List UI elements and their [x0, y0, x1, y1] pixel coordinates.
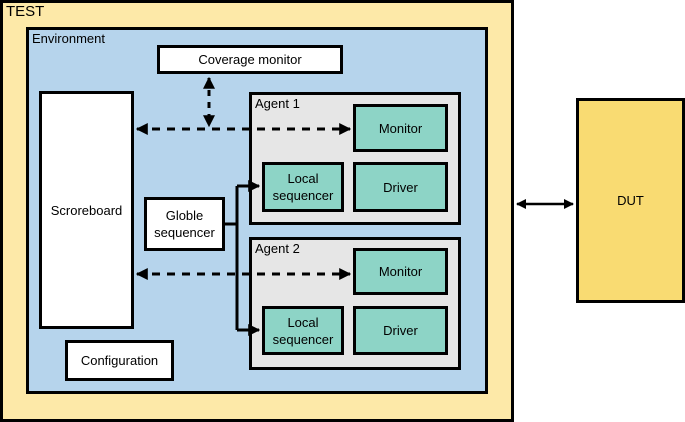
test-label: TEST — [6, 3, 45, 20]
coverage-monitor-label: Coverage monitor — [198, 52, 302, 67]
scoreboard-label: Scroreboard — [50, 202, 123, 218]
agent-2-driver-box: Driver — [353, 306, 448, 355]
environment-label: Environment — [32, 31, 105, 46]
agent-1-monitor-box: Monitor — [353, 104, 448, 152]
globle-sequencer-label: Globle sequencer — [154, 208, 215, 240]
globle-sequencer-box: Globle sequencer — [144, 197, 225, 251]
agent-1-monitor-label: Monitor — [378, 120, 423, 136]
agent-2-local-sequencer-label: Local sequencer — [272, 314, 334, 347]
agent-2-monitor-box: Monitor — [353, 248, 448, 295]
agent-2-driver-label: Driver — [383, 323, 418, 338]
agent-1-local-sequencer-box: Local sequencer — [262, 162, 344, 212]
agent-1-driver-box: Driver — [353, 162, 448, 212]
agent-2-monitor-label: Monitor — [378, 264, 423, 279]
agent-1-driver-label: Driver — [383, 179, 418, 195]
dut-box: DUT — [576, 98, 685, 303]
dut-label: DUT — [617, 193, 644, 208]
agent-1-local-sequencer-label: Local sequencer — [272, 171, 334, 203]
coverage-monitor-box: Coverage monitor — [157, 45, 343, 74]
configuration-label: Configuration — [80, 353, 159, 368]
agent-2-title: Agent 2 — [255, 241, 300, 256]
configuration-box: Configuration — [65, 340, 174, 381]
agent-1-title: Agent 1 — [255, 96, 300, 111]
agent-2-local-sequencer-box: Local sequencer — [262, 306, 344, 355]
scoreboard-box: Scroreboard — [39, 91, 134, 329]
globle-sequencer-bus — [225, 186, 239, 330]
